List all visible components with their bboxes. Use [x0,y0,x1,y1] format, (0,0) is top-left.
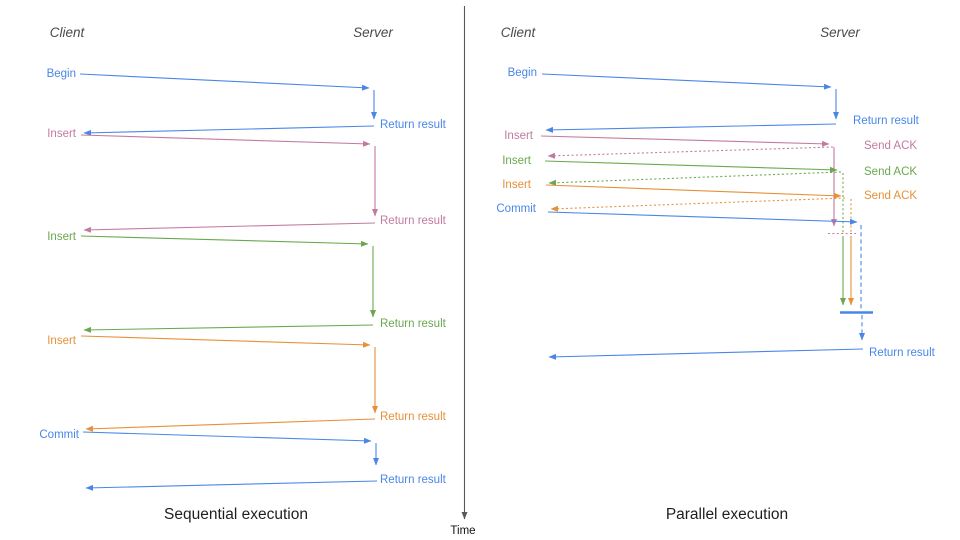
insert3-send-arrow [80,335,371,348]
insert2-label: Insert [47,231,77,243]
insert1-ack-label: Send ACK [864,140,917,152]
insert2-send-arrow [80,235,369,247]
client-lifeline-header: Client [501,25,537,40]
insert1-return-arrow [83,222,376,233]
insert2-ack-label: Send ACK [864,166,917,178]
insert2-send-arrow [544,160,838,173]
final-return-arrow [548,348,864,360]
commit-label: Commit [496,203,536,215]
parallel-panel-title: Parallel execution [666,506,788,523]
insert2-ack-arrow [548,171,842,186]
insert3-return-arrow [85,418,376,432]
sequential-panel-title: Sequential execution [164,506,308,523]
insert3-ack-label: Send ACK [864,190,917,202]
insert1-send-arrow [540,135,830,147]
server-lifeline-header: Server [820,25,860,40]
insert1-send-arrow [80,134,371,147]
insert1-result-label: Return result [380,215,447,227]
time-axis: Time [450,6,476,537]
begin-label: Begin [508,67,537,79]
client-lifeline-header: Client [50,25,86,40]
insert1-label: Insert [47,128,77,140]
commit-result-label: Return result [380,474,447,486]
commit-return-arrow [85,480,378,491]
final-result-label: Return result [869,347,936,359]
insert1-label: Insert [504,130,534,142]
insert2-return-arrow [83,324,374,333]
insert1-ack-arrow [547,146,834,159]
begin-send-arrow [79,73,370,91]
begin-send-arrow [541,73,832,90]
begin-result-label: Return result [853,115,920,127]
server-lifeline-header: Server [353,25,393,40]
insert3-send-arrow [545,184,842,199]
begin-return-arrow [545,123,837,133]
insert3-label: Insert [47,335,77,347]
commit-send-arrow [547,211,858,225]
insert3-ack-arrow [550,197,846,212]
insert3-result-label: Return result [380,411,447,423]
insert2-label: Insert [502,155,532,167]
sequential-panel: Client Server Begin Return result Insert… [39,25,446,523]
begin-return-arrow [83,125,375,136]
parallel-panel: Client Server Begin Return result Insert… [496,25,935,523]
insert3-label: Insert [502,179,532,191]
time-axis-label: Time [450,525,475,537]
commit-label: Commit [39,429,79,441]
commit-send-arrow [82,431,372,444]
begin-label: Begin [47,68,76,80]
insert2-result-label: Return result [380,318,447,330]
begin-result-label: Return result [380,119,447,131]
